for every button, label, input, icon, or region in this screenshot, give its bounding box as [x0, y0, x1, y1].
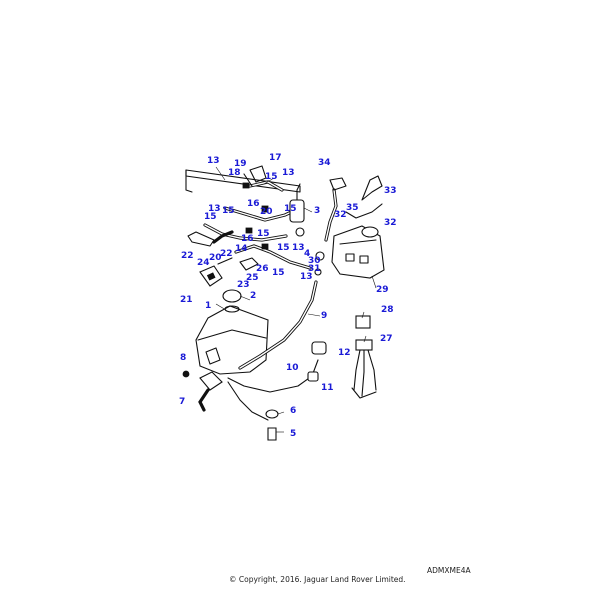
label-34: 34: [318, 158, 331, 168]
label-23: 23: [237, 280, 250, 290]
connector-34: [329, 177, 347, 191]
label-7: 7: [179, 397, 185, 407]
label-26: 26: [256, 264, 269, 274]
label-35: 35: [346, 203, 359, 213]
connector-12: [311, 341, 327, 355]
leader-lines: [215, 166, 377, 433]
connector-b: [261, 205, 269, 213]
label-27: 27: [380, 334, 393, 344]
clip-18: [243, 173, 253, 187]
label-2: 2: [250, 291, 256, 301]
wire-6: [227, 381, 269, 421]
rail-end: [185, 169, 193, 193]
upper-pipe-assembly: [185, 165, 312, 287]
label-31: 31: [308, 264, 321, 274]
callout-labels: 13 19 17 18 15 13 34 33 16 20 15 3 35 32…: [179, 153, 397, 439]
grommet-31: [314, 268, 322, 276]
bolt-8: [182, 370, 190, 378]
pump-wire: [296, 183, 301, 201]
label-16: 16: [247, 199, 260, 209]
label-5: 5: [290, 429, 296, 439]
label-13: 13: [207, 156, 220, 166]
label-4: 4: [304, 249, 310, 259]
bolt-5: [267, 427, 277, 441]
left-hose: [212, 230, 234, 244]
pump-33: [361, 175, 383, 201]
connector-a: [242, 182, 250, 189]
label-15: 15: [272, 268, 285, 278]
label-8: 8: [180, 353, 186, 363]
label-22: 22: [220, 249, 233, 259]
clip-17: [249, 165, 267, 183]
label-19: 19: [234, 159, 247, 169]
part-26: [239, 257, 259, 271]
seal-1: [224, 305, 240, 313]
label-15: 15: [277, 243, 290, 253]
label-30: 30: [308, 256, 321, 266]
label-11: 11: [321, 383, 334, 393]
reference-code: ADMXME4A: [427, 566, 471, 575]
label-21: 21: [180, 295, 193, 305]
filler-cap-35: [361, 226, 379, 238]
front-reservoir-assembly: [182, 280, 327, 441]
label-15: 15: [257, 229, 270, 239]
hose-32: [345, 203, 383, 219]
label-32: 32: [384, 218, 397, 228]
label-15: 15: [265, 172, 278, 182]
connector-11: [307, 371, 319, 382]
reservoir-main: [195, 305, 269, 375]
label-28: 28: [381, 305, 394, 315]
connector-d: [261, 243, 269, 250]
label-1: 1: [205, 301, 211, 311]
label-6: 6: [290, 406, 296, 416]
grommet-4: [295, 227, 305, 237]
label-22: 22: [181, 251, 194, 261]
pump-7: [199, 371, 223, 391]
label-24: 24: [197, 258, 210, 268]
label-12: 12: [338, 348, 351, 358]
label-18: 18: [228, 168, 241, 178]
rear-reservoir-assembly: [314, 175, 385, 279]
label-13: 13: [208, 204, 221, 214]
cap-2: [222, 289, 242, 303]
label-15: 15: [204, 212, 217, 222]
label-16: 16: [241, 234, 254, 244]
relay-28: [355, 315, 371, 329]
washer-6: [265, 409, 279, 419]
part-24: [217, 257, 233, 265]
label-14: 14: [235, 244, 248, 254]
label-15: 15: [284, 204, 297, 214]
label-25: 25: [246, 273, 259, 283]
label-20: 20: [209, 253, 222, 263]
relay-harness: [351, 315, 377, 399]
left-bracket: [187, 231, 215, 247]
label-13: 13: [300, 272, 313, 282]
copyright-notice: © Copyright, 2016. Jaguar Land Rover Lim…: [229, 575, 406, 584]
label-17: 17: [269, 153, 282, 163]
label-33: 33: [384, 186, 397, 196]
label-15: 15: [222, 206, 235, 216]
label-9: 9: [321, 311, 327, 321]
label-20: 20: [260, 207, 273, 217]
label-13: 13: [282, 168, 295, 178]
pump-7-hose: [198, 388, 210, 412]
label-10: 10: [286, 363, 299, 373]
label-13: 13: [292, 243, 305, 253]
label-29: 29: [376, 285, 389, 295]
connector-c: [245, 227, 253, 234]
label-32: 32: [334, 210, 347, 220]
label-3: 3: [314, 206, 320, 216]
grommet-30: [315, 251, 325, 261]
